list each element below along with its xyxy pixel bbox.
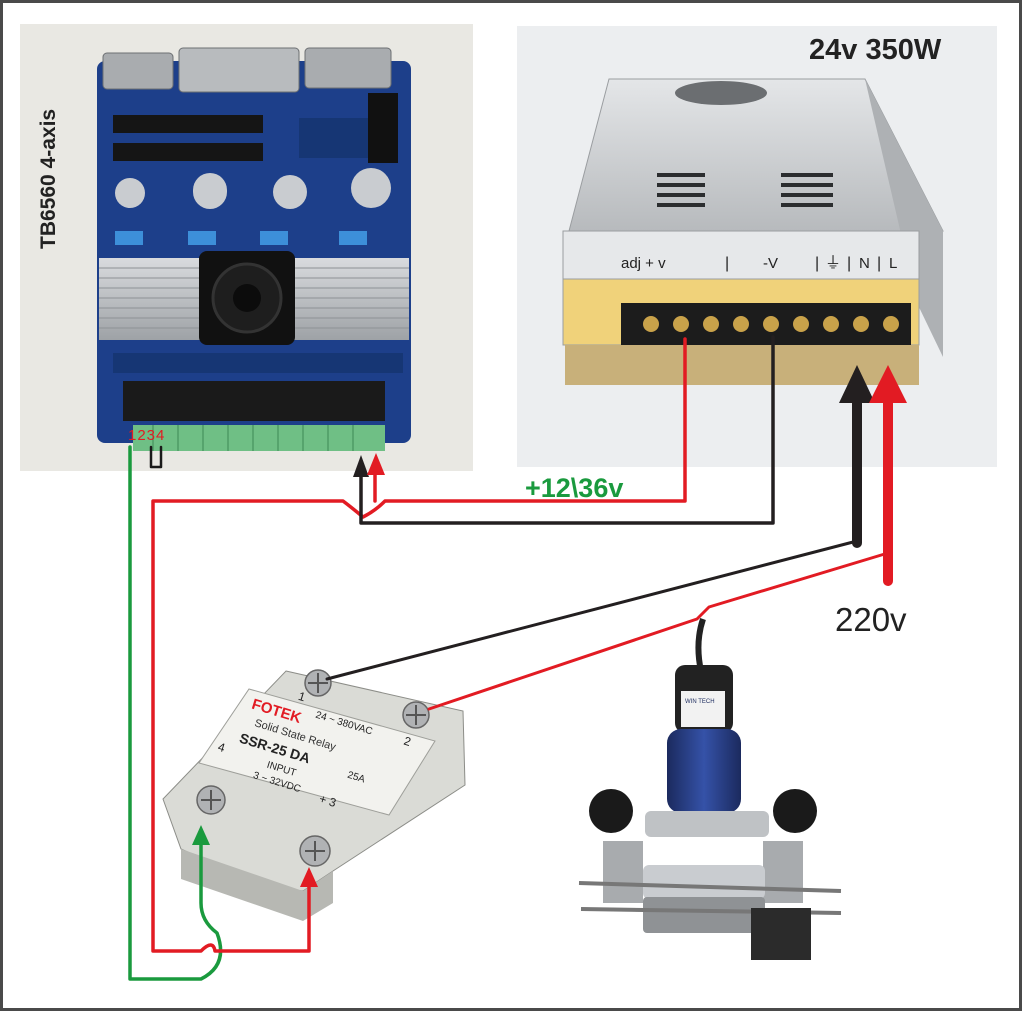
psu-terminal-adj: adj + v: [621, 255, 666, 272]
relay-pin-4: 4: [216, 740, 227, 755]
svg-text:|: |: [847, 255, 851, 272]
board-pin-numbers: 1234: [128, 427, 165, 444]
wiring-diagram: TB6560 4-axis 1234 adj + v | -V | ⏚ |: [3, 3, 1019, 1008]
dc-voltage-label: +12\36v: [525, 473, 623, 503]
wires: [128, 335, 893, 981]
psu-photo: adj + v | -V | ⏚ | N | L 24v 350W: [517, 26, 997, 467]
arrow-black-board: [353, 455, 369, 477]
solid-state-relay: FOTEK 24 ~ 380VAC Solid State Relay SSR-…: [162, 669, 466, 921]
svg-text:|: |: [725, 255, 729, 272]
router-brand: WIN TECH: [685, 699, 715, 705]
psu-terminal-l: L: [889, 255, 897, 272]
board-photo: TB6560 4-axis 1234: [20, 24, 473, 471]
black-dc-wire: [359, 335, 775, 525]
ground-icon: ⏚: [825, 254, 841, 272]
relay-rating-a: 25A: [346, 770, 367, 786]
psu-terminal-neg: -V: [763, 255, 778, 272]
arrows: [192, 365, 907, 887]
relay-pin-1: 1: [297, 689, 308, 704]
pcb-board: [97, 47, 411, 451]
ac-voltage-label: 220v: [835, 601, 907, 638]
arrow-green-relay: [192, 825, 210, 845]
svg-text:|: |: [815, 255, 819, 272]
red-dc-wire: [151, 337, 687, 953]
arrow-black-psu-n: [839, 365, 875, 403]
arrow-red-psu-l: [869, 365, 907, 403]
arrow-red-board: [367, 453, 385, 475]
diagram-svg: TB6560 4-axis 1234 adj + v | -V | ⏚ |: [20, 24, 997, 981]
psu-title: 24v 350W: [809, 34, 942, 66]
board-label: TB6560 4-axis: [37, 109, 60, 249]
svg-text:|: |: [877, 255, 881, 272]
relay-pin-3: + 3: [318, 792, 339, 810]
psu-terminal-n: N: [859, 255, 870, 272]
router-photo: WIN TECH: [578, 618, 842, 960]
green-wire: [128, 445, 223, 981]
psu-terminal-labels: adj + v | -V | ⏚ | N | L: [621, 254, 897, 272]
arrow-red-relay: [300, 867, 318, 887]
relay-pin-2: 2: [402, 734, 413, 749]
